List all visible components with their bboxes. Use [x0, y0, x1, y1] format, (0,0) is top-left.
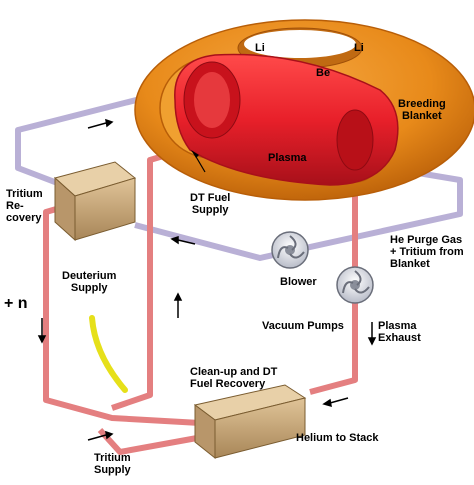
- label-vacuum-pumps: Vacuum Pumps: [262, 320, 344, 332]
- arrow-exhaust-down: [367, 322, 377, 346]
- blower-pump: [271, 231, 309, 269]
- label-blower: Blower: [280, 276, 317, 288]
- label-li-left: Li: [255, 42, 265, 54]
- vacuum-pump: [336, 266, 374, 304]
- label-dt-fuel-supply: DT Fuel Supply: [190, 192, 231, 216]
- dt-fuel-pointer: [191, 150, 206, 173]
- label-be: Be: [316, 67, 331, 79]
- deuterium-pipe: [89, 315, 128, 393]
- tritium-recovery-box: [53, 161, 137, 242]
- arrow-purge-top: [87, 118, 114, 129]
- arrow-left-down: [37, 318, 47, 344]
- plasma-torus: [174, 53, 399, 186]
- arrow-up: [173, 292, 183, 318]
- label-helium-to-stack: Helium to Stack: [296, 432, 379, 444]
- label-tritium-supply: Tritium Supply: [94, 452, 131, 476]
- arrow-purge-return: [170, 235, 196, 245]
- label-plus-n: + n: [4, 295, 28, 312]
- purge-gas-piping: [15, 93, 463, 261]
- arrow-tritium-supply: [87, 430, 114, 441]
- label-li-right: Li: [354, 42, 364, 54]
- arrow-exhaust-left: [322, 397, 349, 408]
- label-deuterium-supply: Deuterium Supply: [62, 270, 117, 294]
- label-plasma-exhaust: Plasma Exhaust: [378, 320, 421, 344]
- label-breeding-blanket: Breeding Blanket: [398, 98, 446, 122]
- label-tritium-recovery: Tritium Re- covery: [6, 188, 43, 224]
- flow-arrows: [37, 118, 377, 441]
- label-cleanup: Clean-up and DT Fuel Recovery: [190, 366, 278, 390]
- cleanup-box: [193, 384, 307, 460]
- label-he-purge-gas: He Purge Gas + Tritium from Blanket: [390, 234, 464, 270]
- label-plasma: Plasma: [268, 152, 307, 164]
